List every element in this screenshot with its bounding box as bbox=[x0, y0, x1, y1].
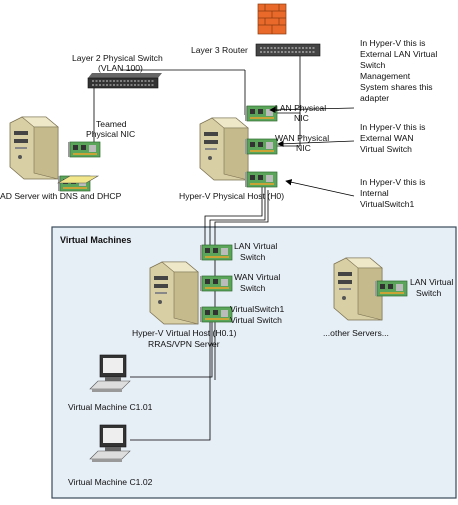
physical-host-label: Hyper-V Physical Host (H0) bbox=[179, 191, 284, 201]
other-server-icon bbox=[333, 257, 383, 321]
switch-group: Layer 2 Physical Switch (VLAN 100) bbox=[72, 53, 163, 89]
internal-note-line: In Hyper-V this is bbox=[360, 177, 425, 187]
lan-note-line: Switch bbox=[360, 60, 386, 70]
ad-server-label: AD Server with DNS and DHCP bbox=[0, 191, 122, 201]
internal-note: In Hyper-V this is Internal VirtualSwitc… bbox=[285, 177, 425, 209]
lan-note-line: Management bbox=[360, 71, 411, 81]
other-servers-label: ...other Servers... bbox=[323, 328, 389, 338]
ad-server-icon bbox=[9, 116, 59, 180]
ad-server-group: Teamed Physical NIC AD Server with DNS a… bbox=[0, 116, 135, 201]
lan-note-line: In Hyper-V this is bbox=[360, 38, 425, 48]
switch-label-2: (VLAN 100) bbox=[98, 63, 143, 73]
wan-physical-nic-label-1: WAN Physical bbox=[275, 133, 329, 143]
wan-virtual-label-2: Switch bbox=[240, 283, 266, 293]
vswitch1-nic-icon bbox=[199, 306, 233, 323]
lan-note-line: System shares this bbox=[360, 82, 433, 92]
wan-physical-nic-label-2: NIC bbox=[296, 143, 311, 153]
switch-label-1: Layer 2 Physical Switch bbox=[72, 53, 163, 63]
lan-note: In Hyper-V this is External LAN Virtual … bbox=[269, 38, 437, 114]
virtual-host-icon bbox=[149, 261, 199, 325]
other-lan-nic-icon bbox=[374, 280, 408, 297]
other-lan-label-2: Switch bbox=[416, 288, 442, 298]
lan-virtual-label-2: Switch bbox=[240, 252, 266, 262]
vm-c101-label: Virtual Machine C1.01 bbox=[68, 402, 153, 412]
physical-host-icon bbox=[199, 117, 249, 181]
virtual-host-group: LAN Virtual Switch WAN Virtual Switch Vi… bbox=[132, 241, 285, 349]
internal-note-line: Internal bbox=[360, 188, 389, 198]
lan-physical-nic-icon bbox=[244, 105, 278, 122]
vswitch1-label-1: VirtualSwitch1 bbox=[230, 304, 285, 314]
wan-physical-nic-icon bbox=[244, 138, 278, 155]
lan-virtual-nic-icon bbox=[199, 244, 233, 261]
wan-note-line: External WAN bbox=[360, 133, 414, 143]
other-servers-group: LAN Virtual Switch ...other Servers... bbox=[323, 257, 453, 338]
lan-virtual-label-1: LAN Virtual bbox=[234, 241, 277, 251]
router-icon bbox=[255, 43, 321, 57]
firewall-icon bbox=[257, 3, 287, 35]
other-lan-label-1: LAN Virtual bbox=[410, 277, 453, 287]
vswitch1-label-2: Virtual Switch bbox=[230, 315, 282, 325]
vm-panel-title: Virtual Machines bbox=[60, 235, 131, 245]
internal-note-line: VirtualSwitch1 bbox=[360, 199, 415, 209]
lan-physical-nic-label-2: NIC bbox=[294, 113, 309, 123]
internal-nic-icon bbox=[244, 171, 278, 188]
wan-note-line: Virtual Switch bbox=[360, 144, 412, 154]
virtual-host-label-1: Hyper-V Virtual Host (H0.1) bbox=[132, 328, 237, 338]
teamed-nic-label-2: Physical NIC bbox=[86, 129, 135, 139]
wan-note-line: In Hyper-V this is bbox=[360, 122, 425, 132]
router-label: Layer 3 Router bbox=[191, 45, 248, 55]
teamed-nic-icon bbox=[57, 141, 101, 192]
vm-c102-group: Virtual Machine C1.02 bbox=[68, 424, 153, 487]
vm-c101-group: Virtual Machine C1.01 bbox=[68, 354, 153, 412]
lan-physical-nic-label-1: LAN Physical bbox=[275, 103, 326, 113]
vm-c102-label: Virtual Machine C1.02 bbox=[68, 477, 153, 487]
wan-virtual-label-1: WAN Virtual bbox=[234, 272, 280, 282]
wan-note: In Hyper-V this is External WAN Virtual … bbox=[277, 122, 425, 154]
wan-virtual-nic-icon bbox=[199, 275, 233, 292]
virtual-host-label-2: RRAS/VPN Server bbox=[148, 339, 220, 349]
teamed-nic-label-1: Teamed bbox=[96, 119, 127, 129]
keyboard-icon bbox=[56, 175, 100, 184]
router-group: Layer 3 Router bbox=[191, 3, 321, 57]
physical-host-group: LAN Physical NIC WAN Physical NIC Hyper-… bbox=[179, 103, 329, 201]
switch-icon bbox=[87, 73, 162, 89]
lan-note-line: adapter bbox=[360, 93, 389, 103]
lan-note-line: External LAN Virtual bbox=[360, 49, 437, 59]
